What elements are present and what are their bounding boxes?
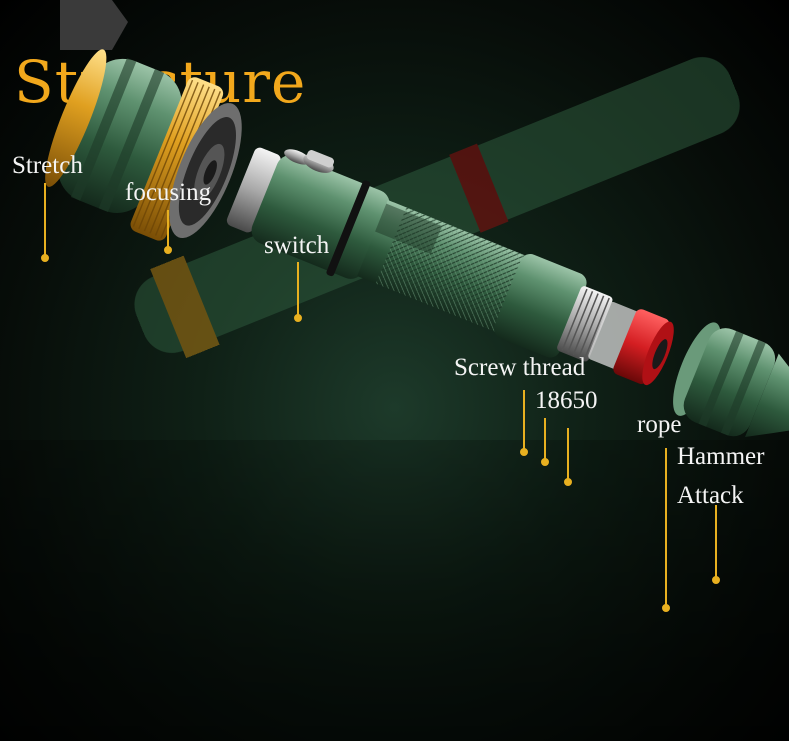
- label-focusing: focusing: [125, 179, 212, 206]
- battery-tube: [357, 199, 587, 358]
- label-attack: Attack: [677, 482, 744, 509]
- label-stretch: Stretch: [12, 152, 83, 179]
- reflection: [0, 57, 789, 741]
- label-hammer: Hammer: [677, 443, 765, 470]
- tail-cap-hammer: [673, 322, 789, 438]
- lens-face: [169, 103, 242, 239]
- callout-lines: [41, 183, 720, 612]
- label-screw-thread: Screw thread: [454, 354, 586, 381]
- label-rope: rope: [637, 411, 682, 438]
- label-switch: switch: [264, 232, 330, 259]
- head-thread: [226, 147, 281, 233]
- battery-18650: [588, 301, 674, 386]
- corner-badge: [60, 0, 128, 50]
- switch-body: [251, 149, 390, 279]
- screw-thread: [557, 286, 613, 362]
- switch-button: [303, 150, 335, 173]
- label-battery-18650: 18650: [535, 387, 598, 414]
